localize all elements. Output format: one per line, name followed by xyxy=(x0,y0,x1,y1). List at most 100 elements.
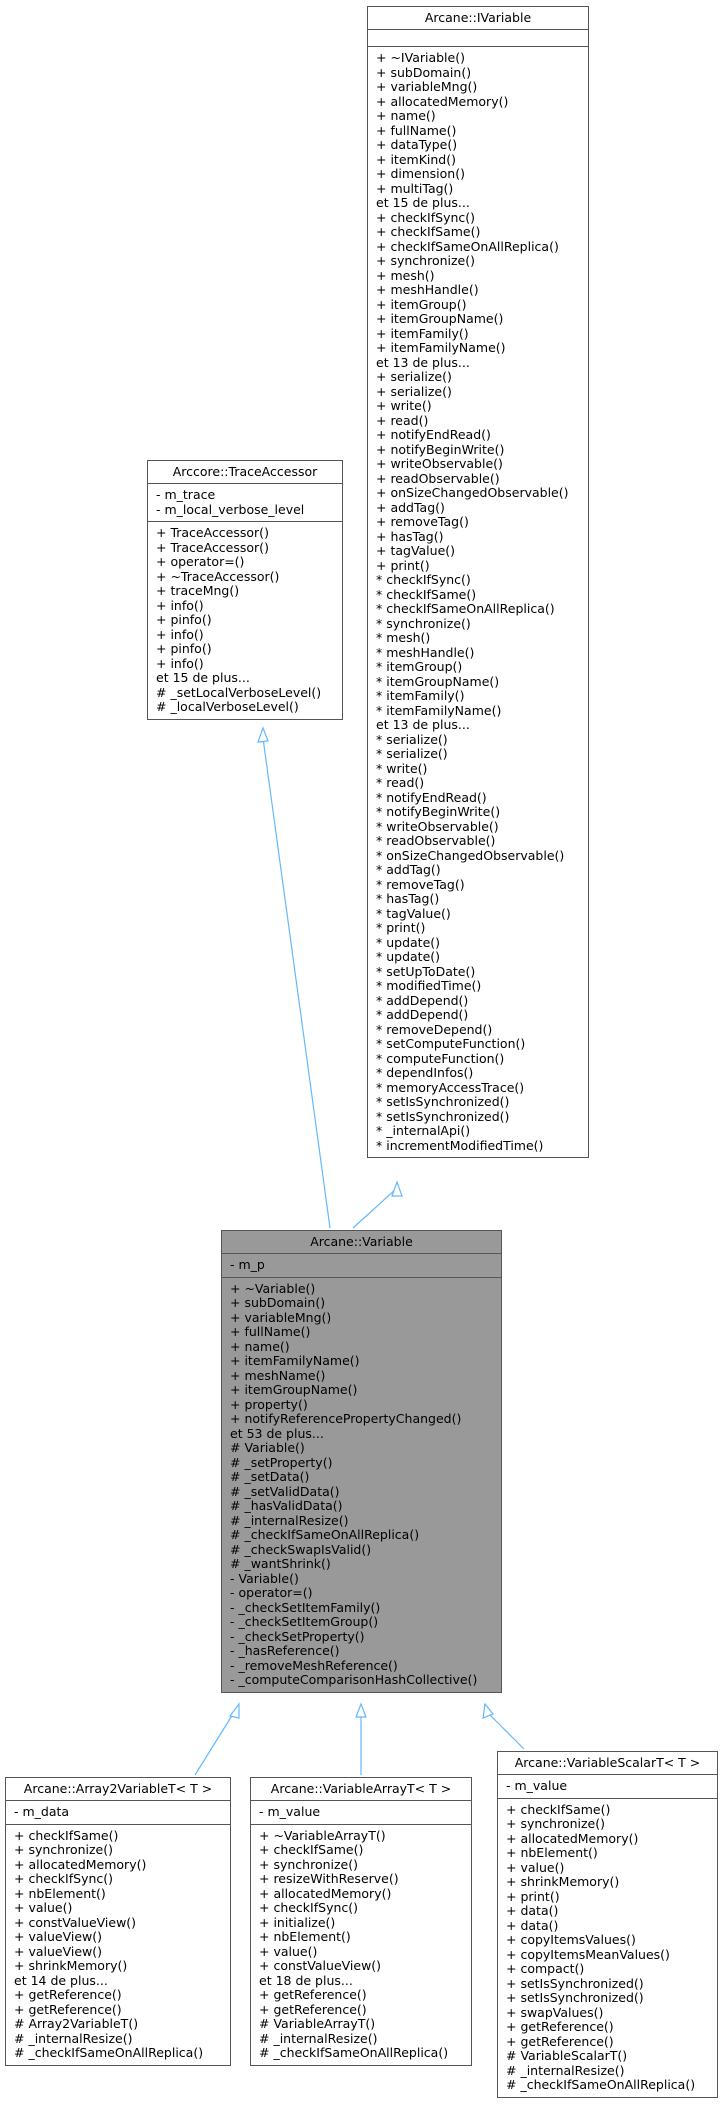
member-entry: + getReference() xyxy=(14,2001,122,2017)
member-entry: + TraceAccessor() xyxy=(156,525,269,540)
member-entry: + getReference() xyxy=(259,1987,367,2002)
member-entry: * onSizeChangedObservable() xyxy=(376,847,565,863)
member-entry: + dataType() xyxy=(376,137,458,152)
member-entry: + checkIfSame() xyxy=(259,1842,364,1857)
member-entry: + allocatedMemory() xyxy=(14,1856,147,1872)
member-entry: + variableMng() xyxy=(230,1309,332,1325)
member-entry: - m_value xyxy=(259,1804,321,1819)
member-entry: + name() xyxy=(230,1338,290,1354)
member-entry: - _computeComparisonHashCollective() xyxy=(230,1672,478,1687)
member-entry: * incrementModifiedTime() xyxy=(376,1137,544,1153)
member-entry: # _internalResize() xyxy=(259,2030,378,2046)
member-entry: * dependInfos() xyxy=(376,1065,474,1080)
member-entry: + allocatedMemory() xyxy=(259,1885,392,1901)
member-entry: * setComputeFunction() xyxy=(376,1036,526,1051)
member-entry: + copyItemsMeanValues() xyxy=(506,1946,670,1962)
member-entry: + subDomain() xyxy=(230,1295,326,1310)
member-entry: + mesh() xyxy=(376,267,435,283)
member-entry: + variableMng() xyxy=(376,79,478,94)
member-entry: * addTag() xyxy=(376,862,441,877)
member-entry: + fullName() xyxy=(376,122,457,138)
attributes-section: - m_value xyxy=(251,1801,471,1825)
member-entry: + getReference() xyxy=(506,2019,614,2034)
member-entry: + writeObservable() xyxy=(376,456,503,471)
member-entry: * setIsSynchronized() xyxy=(376,1094,510,1109)
member-entry: + getReference() xyxy=(14,1987,122,2002)
member-entry: et 13 de plus... xyxy=(376,717,470,732)
member-entry: * writeObservable() xyxy=(376,818,499,834)
arrowhead-ivariable xyxy=(391,1180,403,1197)
arrowhead-variable-center xyxy=(355,1702,367,1718)
arrowhead-variable-right xyxy=(482,1702,494,1719)
class-name: Arcane::IVariable xyxy=(368,7,588,30)
member-entry: + shrinkMemory() xyxy=(14,1958,128,1973)
member-entry: + resizeWithReserve() xyxy=(259,1871,399,1886)
member-entry: * addDepend() xyxy=(376,992,469,1008)
member-entry: + getReference() xyxy=(259,2001,367,2017)
member-entry: + onSizeChangedObservable() xyxy=(376,485,569,500)
member-entry: + operator=() xyxy=(156,554,245,569)
member-entry: + setIsSynchronized() xyxy=(506,1975,644,1991)
member-entry: * setIsSynchronized() xyxy=(376,1108,510,1124)
member-entry: + notifyBeginWrite() xyxy=(376,441,505,457)
member-entry: * itemFamily() xyxy=(376,688,465,703)
member-entry: - m_data xyxy=(14,1804,70,1819)
attributes-section: - m_trace- m_local_verbose_level xyxy=(148,484,342,522)
member-entry: * computeFunction() xyxy=(376,1050,505,1066)
member-entry: * modifiedTime() xyxy=(376,978,482,993)
member-entry: * setUpToDate() xyxy=(376,963,476,979)
attributes-section: - m_data xyxy=(6,1801,230,1825)
member-entry: + checkIfSync() xyxy=(376,209,476,225)
member-entry: et 15 de plus... xyxy=(376,195,470,210)
member-entry: + itemFamily() xyxy=(376,325,469,341)
member-entry: * write() xyxy=(376,760,428,776)
member-entry: + readObservable() xyxy=(376,470,500,486)
attributes-section: - m_p xyxy=(222,1254,501,1278)
member-entry: + multiTag() xyxy=(376,180,454,196)
member-entry: + synchronize() xyxy=(14,1842,113,1857)
class-ivariable: Arcane::IVariable + ~IVariable()+ subDom… xyxy=(367,6,589,1158)
member-entry: # Variable() xyxy=(230,1440,305,1455)
member-entry: et 18 de plus... xyxy=(259,1972,353,1988)
member-entry: + info() xyxy=(156,655,204,671)
class-array2variablet: Arcane::Array2VariableT< T > - m_data + … xyxy=(5,1777,231,2066)
methods-section: + TraceAccessor()+ TraceAccessor()+ oper… xyxy=(148,522,342,719)
member-entry: * serialize() xyxy=(376,731,448,747)
member-entry: # _internalResize() xyxy=(14,2030,133,2046)
member-entry: + notifyReferencePropertyChanged() xyxy=(230,1411,462,1426)
class-name: Arcane::Variable xyxy=(222,1231,501,1254)
member-entry: - _hasReference() xyxy=(230,1643,340,1658)
member-entry: * notifyBeginWrite() xyxy=(376,804,501,819)
member-entry: + addTag() xyxy=(376,499,445,515)
member-entry: + property() xyxy=(230,1396,308,1412)
member-entry: # _setLocalVerboseLevel() xyxy=(156,684,322,700)
member-entry: + fullName() xyxy=(230,1324,311,1339)
member-entry: + data() xyxy=(506,1917,559,1933)
member-entry: - _checkSetItemGroup() xyxy=(230,1614,379,1629)
member-entry: + ~TraceAccessor() xyxy=(156,568,280,584)
member-entry: + serialize() xyxy=(376,383,452,399)
member-entry: + checkIfSameOnAllReplica() xyxy=(376,238,559,254)
member-entry: * memoryAccessTrace() xyxy=(376,1079,525,1095)
member-entry: + synchronize() xyxy=(376,253,475,268)
member-entry: - m_local_verbose_level xyxy=(156,501,305,517)
member-entry: # Array2VariableT() xyxy=(14,2016,139,2031)
class-variablearrayt: Arcane::VariableArrayT< T > - m_value + … xyxy=(250,1777,472,2066)
member-entry: * checkIfSame() xyxy=(376,586,477,602)
member-entry: + compact() xyxy=(506,1961,585,1976)
member-entry: + itemGroupName() xyxy=(230,1382,358,1397)
class-name: Arccore::TraceAccessor xyxy=(148,461,342,484)
member-entry: + print() xyxy=(506,1888,560,1904)
member-entry: # VariableScalarT() xyxy=(506,2048,628,2063)
member-entry: * itemGroupName() xyxy=(376,673,500,689)
member-entry: - _checkSetItemFamily() xyxy=(230,1599,381,1615)
member-entry: * update() xyxy=(376,934,441,950)
member-entry: + removeTag() xyxy=(376,514,469,529)
member-entry: * print() xyxy=(376,920,426,935)
class-name: Arcane::VariableScalarT< T > xyxy=(498,1752,717,1775)
member-entry: * mesh() xyxy=(376,630,431,645)
member-entry: + itemKind() xyxy=(376,151,456,167)
member-entry: + ~IVariable() xyxy=(376,50,465,65)
member-entry: * tagValue() xyxy=(376,905,451,921)
member-entry: + value() xyxy=(259,1943,318,1959)
